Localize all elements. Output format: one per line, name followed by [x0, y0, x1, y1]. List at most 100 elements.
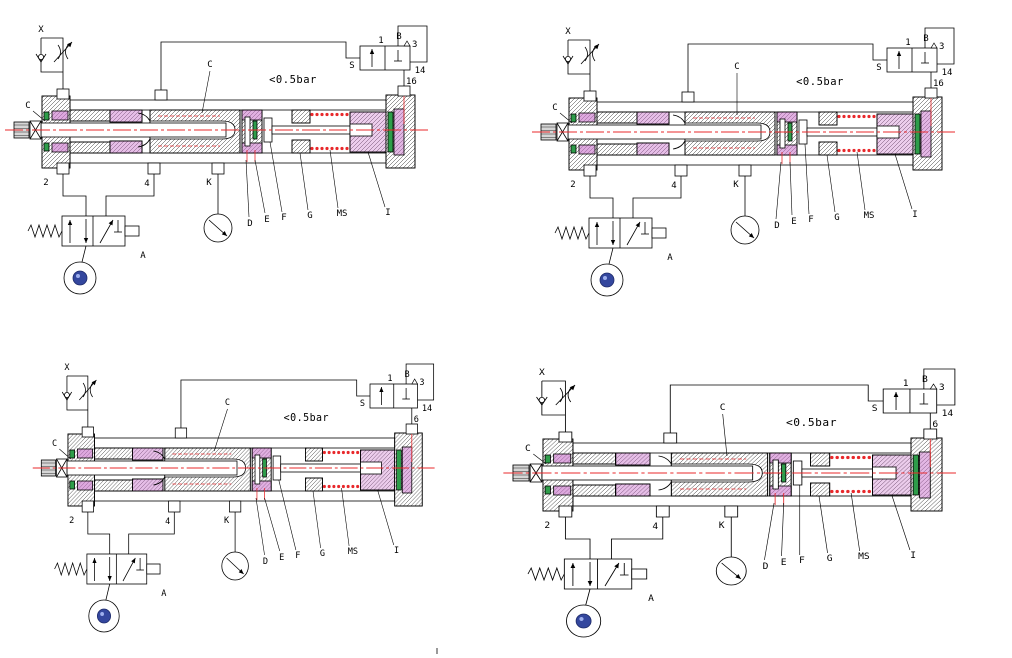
part-ms-label: MS: [348, 547, 358, 557]
hatch-line: [623, 111, 636, 124]
hatch-line: [310, 477, 323, 492]
part-g-label: G: [320, 549, 325, 559]
g-guide-top: [818, 111, 838, 126]
pilot-valve: [669, 368, 956, 433]
piston-c-flare-bottom: [672, 140, 686, 150]
bypass-line: [541, 381, 566, 416]
valve-a-arrow-down-head: [587, 581, 593, 586]
check-valve-ball: [565, 56, 572, 63]
hatch-line: [933, 502, 943, 512]
port-top-right-label: 6: [932, 419, 938, 430]
port-4-fitting: [655, 505, 670, 518]
gland-top-outline: [572, 452, 617, 465]
hatch-line: [642, 142, 656, 156]
port-s-label: S: [872, 403, 878, 414]
hatch-line: [603, 111, 616, 124]
c-left-label: C: [52, 439, 57, 449]
port-4-label: 4: [652, 521, 658, 532]
hatch-line: [601, 452, 614, 465]
hatch-line: [115, 140, 129, 154]
hatch-line: [924, 494, 943, 512]
throttle-adjust-arrow-head: [569, 385, 576, 391]
spring-coil-top: [842, 114, 846, 119]
hatch-line: [418, 501, 423, 507]
hatch-line: [626, 483, 640, 497]
supply-line: [105, 583, 111, 601]
valve-a-body: [563, 558, 633, 590]
g-guide-bottom-border: [305, 477, 323, 492]
spring-coil-bottom: [856, 489, 861, 494]
check-valve-seat: [562, 55, 574, 65]
hatch-line: [153, 480, 164, 492]
part-e-label: E: [264, 215, 269, 225]
g-guide-top-border: [810, 452, 831, 467]
bushing-top-seal: [109, 109, 143, 123]
part-ms-label: MS: [337, 209, 348, 219]
hatch-line: [97, 447, 108, 460]
left-cap-seal-bottom: [51, 142, 69, 153]
bypass-line: [66, 376, 88, 411]
pressure-gauge: [221, 512, 249, 581]
throttle-adjust-arrow: [555, 384, 576, 406]
part-i-leader: [894, 153, 913, 210]
piston-c-flare-bottom: [153, 476, 166, 486]
spring-coil-bottom: [351, 484, 355, 489]
part-f-leader: [278, 479, 297, 551]
hatch-line: [615, 452, 627, 464]
hatch-line: [115, 109, 129, 123]
hatch-line: [291, 109, 299, 117]
hatch-line: [123, 481, 133, 492]
valve-a-arrow-up-head: [67, 220, 73, 225]
hatch-line: [80, 141, 93, 154]
port-4-line: [105, 174, 155, 216]
throttle-check-valve: [536, 380, 576, 433]
spring-coil-bottom: [847, 148, 851, 153]
spring-coil-bottom: [320, 146, 324, 151]
port-3-label: 3: [939, 42, 944, 52]
hatch-line: [575, 484, 589, 497]
hatch-line: [92, 109, 105, 122]
hatch-line: [912, 96, 924, 108]
air-supply-highlight: [579, 617, 584, 621]
valve-a-arrow-diagonal: [122, 557, 136, 582]
port-1-label: 1: [378, 36, 383, 46]
hatch-line: [631, 149, 638, 156]
part-d-leader: [245, 159, 250, 218]
hatch-line: [94, 447, 105, 459]
throttle-arc-left: [57, 44, 61, 60]
hatch-line: [894, 135, 914, 155]
hatch-line: [597, 484, 610, 497]
valve-a-arrow-down-head: [83, 238, 89, 243]
check-valve-seat: [35, 53, 47, 63]
hatch-line: [610, 458, 616, 465]
exhaust-line: [541, 380, 566, 433]
hatch-line: [615, 111, 628, 124]
part-g-label: G: [307, 211, 312, 221]
port-14-label: 14: [942, 408, 954, 419]
part-e-label: E: [781, 557, 787, 568]
valve-a-return-spring: [527, 566, 565, 582]
hatch-line: [385, 94, 393, 102]
hatch-line: [937, 506, 943, 512]
throttle-arc-left: [82, 382, 86, 398]
hatch-line: [607, 111, 620, 124]
spring-coil-top: [351, 450, 355, 455]
part-e-leader: [789, 161, 793, 216]
port-k-fitting: [724, 505, 739, 518]
hatch-line: [291, 139, 303, 151]
hatch-line: [631, 117, 638, 124]
gauge-needle-head: [221, 231, 227, 236]
spring-coil-bottom: [335, 146, 339, 151]
gland-top: [572, 452, 617, 465]
hatch-line: [818, 111, 826, 119]
hatch-line: [634, 483, 648, 497]
hatch-line: [630, 483, 644, 497]
hatch-line: [904, 488, 912, 496]
hatch-line: [872, 454, 880, 462]
spring-coil-top: [830, 455, 834, 460]
hatch-line: [763, 143, 776, 156]
valve-a-arrow-down: [107, 557, 112, 581]
part-i-label: I: [912, 210, 917, 220]
hatch-line: [818, 141, 826, 149]
hatch-line: [149, 109, 157, 117]
